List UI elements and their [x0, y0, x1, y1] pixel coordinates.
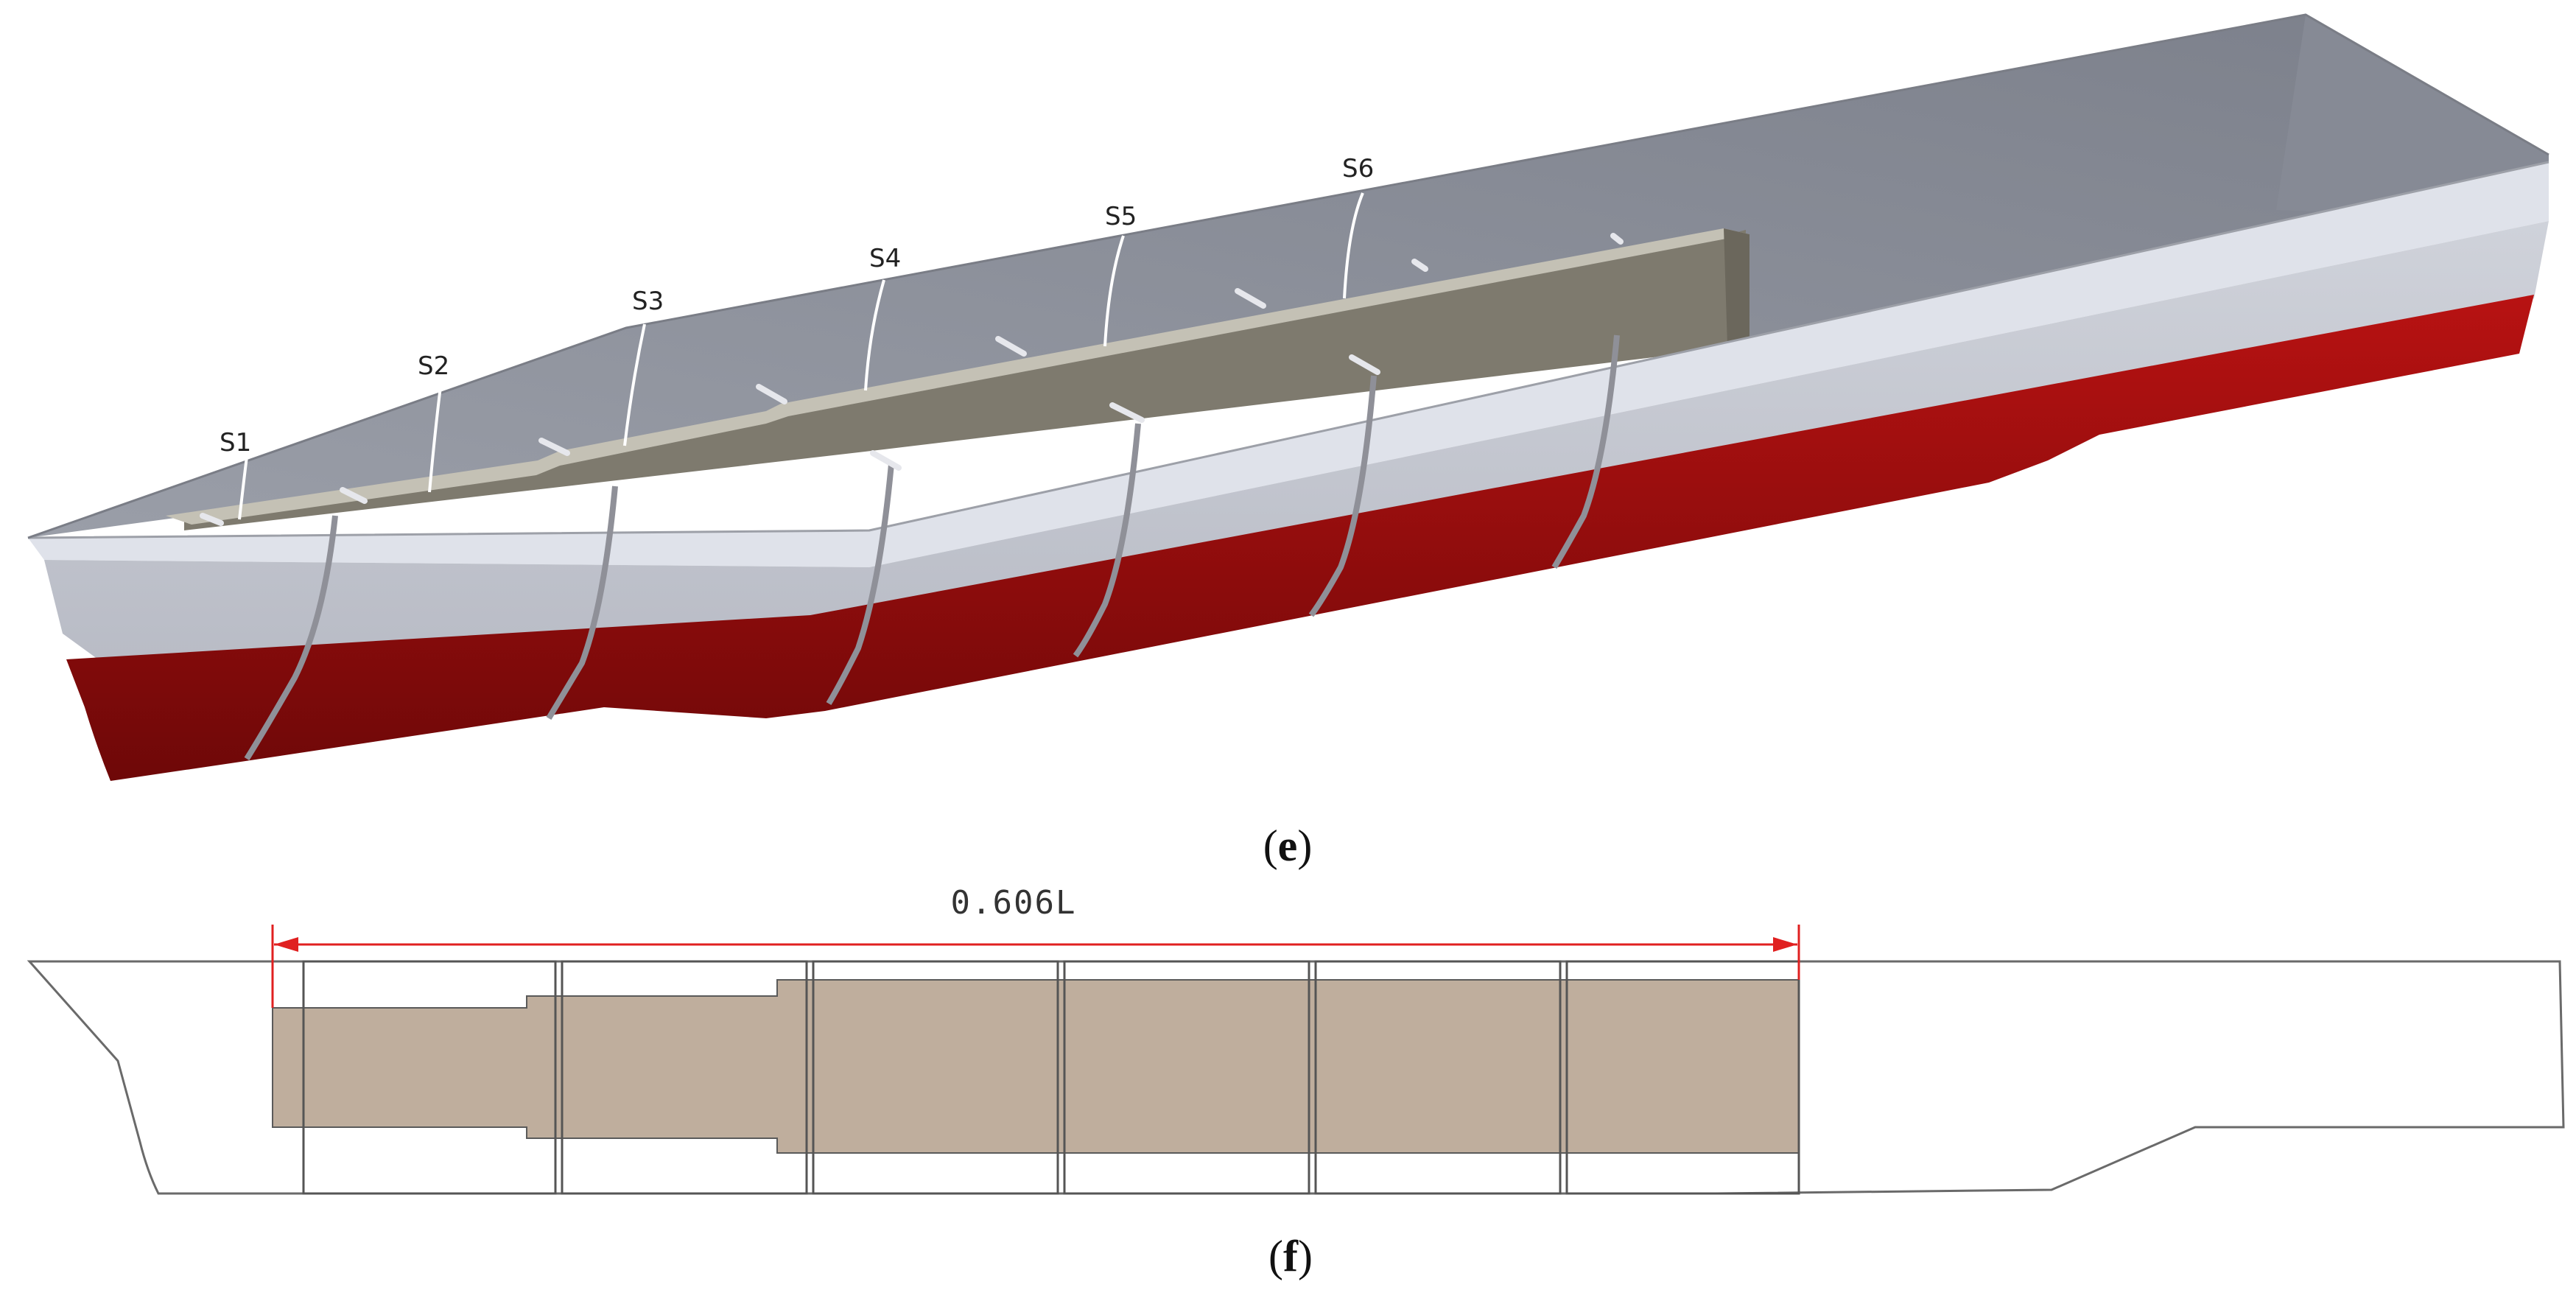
deck-interior — [28, 15, 2549, 538]
deck-tick-marks — [200, 233, 1624, 526]
caption-e-open: ( — [1263, 821, 1278, 870]
ring-frames — [244, 334, 1620, 761]
ring-frame-2 — [546, 486, 618, 721]
segment-frames — [302, 960, 1800, 1195]
deck-tick — [1109, 402, 1145, 423]
hull-profile-outline — [27, 960, 2565, 1195]
ring-frame-4 — [1073, 423, 1141, 658]
caption-e: (e) — [1263, 821, 1313, 870]
deck-edge-line — [27, 13, 2549, 539]
dimension-arrow-right — [1773, 937, 1797, 952]
section-line-s6 — [1343, 192, 1364, 299]
panel-f-profile-plan: 0.606L — [27, 884, 2565, 1195]
segment-frame-5 — [1314, 960, 1562, 1195]
segment-frame-4 — [1063, 960, 1310, 1195]
section-label-s3: S3 — [632, 287, 664, 316]
deck-tick — [538, 438, 570, 456]
aft-bulkhead-wall — [2276, 15, 2549, 221]
segment-frame-2 — [561, 960, 808, 1195]
section-line-s4 — [864, 279, 885, 391]
deck-tick — [1235, 288, 1266, 309]
segment-frame-3 — [812, 960, 1059, 1195]
deck-tick — [756, 384, 787, 404]
deck-tick — [200, 513, 224, 526]
section-line-s5 — [1103, 235, 1125, 347]
section-label-s1: S1 — [220, 428, 251, 458]
section-label-s5: S5 — [1105, 202, 1137, 231]
ring-frame-5 — [1308, 375, 1377, 617]
deck-tick — [870, 450, 902, 471]
panel-e-3d-hull-view: S1 S2 S3 S4 S5 S6 — [27, 13, 2549, 781]
dimension-label: 0.606L — [951, 884, 1077, 922]
caption-f: (f) — [1268, 1232, 1313, 1280]
ring-frame-1 — [244, 515, 338, 761]
deck-tick — [1610, 233, 1624, 245]
deck-tick — [1349, 354, 1380, 375]
deck-tick — [995, 336, 1027, 357]
section-label-s4: S4 — [869, 244, 901, 273]
caption-f-open: ( — [1268, 1232, 1283, 1280]
caption-e-close: ) — [1297, 821, 1312, 870]
dimension-indicator — [271, 925, 1800, 1008]
deck-tick — [340, 487, 368, 504]
box-girder-end — [1724, 228, 1749, 348]
section-line-s1 — [238, 456, 248, 520]
ring-frame-6 — [1551, 334, 1620, 569]
section-label-s2: S2 — [418, 351, 449, 381]
section-line-s2 — [428, 386, 442, 493]
section-line-s3 — [623, 323, 646, 446]
ring-frame-3 — [826, 463, 894, 706]
sheer-line — [27, 161, 2549, 539]
dimension-arrow-left — [274, 937, 298, 952]
side-shell — [44, 221, 2549, 700]
section-label-s6: S6 — [1342, 154, 1374, 183]
deck-tick — [1411, 259, 1428, 272]
segment-frame-1 — [302, 960, 557, 1195]
section-cut-lines — [238, 192, 1364, 520]
box-girder-plan — [272, 979, 1800, 1154]
hull-bottom — [66, 295, 2534, 781]
caption-f-letter: f — [1283, 1232, 1299, 1280]
box-girder — [166, 228, 1749, 530]
caption-e-letter: e — [1278, 821, 1298, 870]
segment-frame-6 — [1565, 960, 1800, 1195]
box-girder-top — [166, 228, 1749, 525]
caption-f-close: ) — [1298, 1232, 1313, 1280]
